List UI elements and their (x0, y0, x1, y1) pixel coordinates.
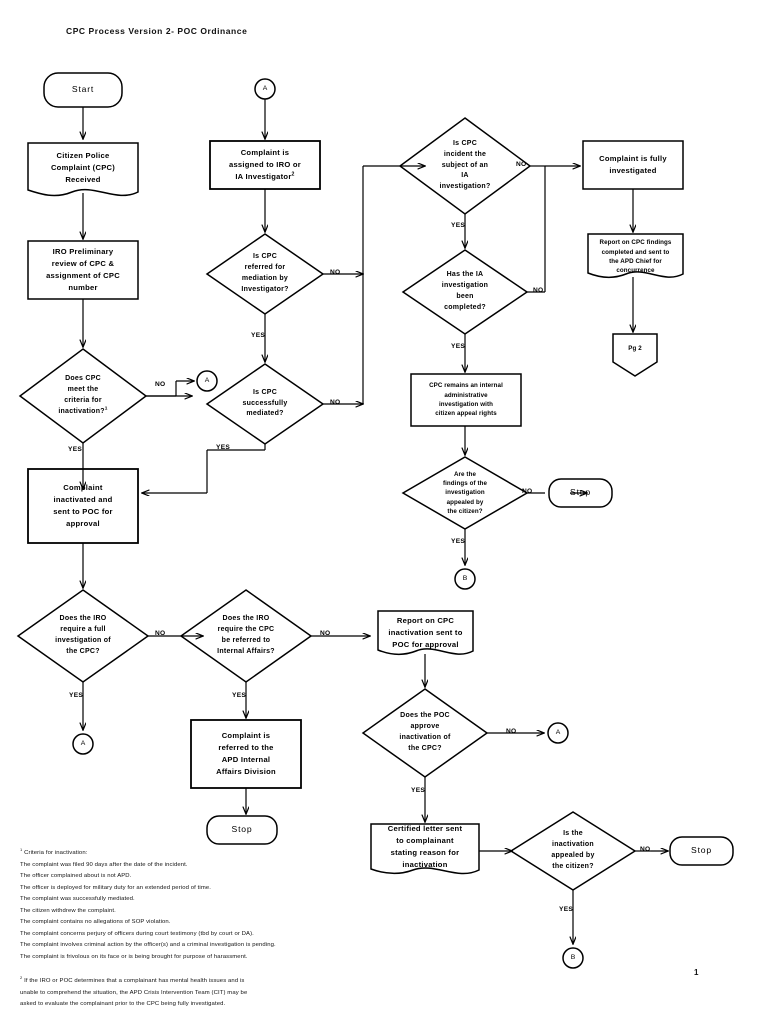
shape-connector-a-top (254, 78, 276, 100)
footnote-1-line: The complaint involves criminal action b… (20, 942, 276, 949)
page-title: CPC Process Version 2- POC Ordinance (66, 26, 248, 36)
shape-report-findings (587, 233, 684, 279)
shape-successfully-mediated (205, 363, 325, 445)
shape-findings-appealed (401, 456, 529, 530)
shape-iro-full-investigation (16, 589, 150, 683)
page-number: 1 (694, 968, 699, 977)
footnote-1-line: The complaint is frivolous on its face o… (20, 953, 248, 960)
shape-connector-a-1 (196, 370, 218, 392)
footnote-1-line: The officer complained about is not APD. (20, 873, 132, 880)
footnote-1-line: The complaint was filed 90 days after th… (20, 861, 188, 868)
shape-certified-letter (370, 823, 480, 875)
footnote-1-line: The complaint concerns perjury of office… (20, 930, 254, 937)
shape-referred-mediation (205, 233, 325, 315)
shape-inactivation-appealed (509, 811, 637, 891)
footnote-1-line: The complaint contains no allegations of… (20, 919, 171, 926)
shape-start (43, 72, 123, 108)
footnote-1-line: The complaint was successfully mediated. (20, 896, 135, 903)
shape-cpc-received (27, 142, 139, 197)
shape-assigned-to-iro (209, 140, 321, 190)
footnote-1-marker: 1 (20, 847, 23, 853)
shape-cpc-remains-internal (410, 373, 522, 427)
footnote-1-heading: Criteria for inactivation: (24, 850, 88, 856)
shape-poc-approve (361, 688, 489, 778)
shape-connector-a-bottom-left (72, 733, 94, 755)
footnote-2-line: If the IRO or POC determines that a comp… (24, 978, 245, 985)
shape-connector-b-mid (454, 568, 476, 590)
shape-ia-completed (401, 249, 529, 335)
footnote-2-line: unable to comprehend the situation, the … (20, 989, 248, 996)
footnote-2-line: asked to evaluate the complainant prior … (20, 1001, 226, 1008)
footnote-1-line: The officer is deployed for military dut… (20, 884, 212, 891)
shape-stop-findings (548, 478, 613, 508)
shape-report-inactivation (377, 610, 474, 656)
shape-stop-ia-division (206, 815, 278, 845)
shape-iro-preliminary (27, 240, 139, 300)
shape-stop-inactivation (669, 836, 734, 866)
shape-referred-to-ia-division (190, 719, 302, 789)
shape-meets-criteria (18, 348, 148, 444)
shape-connector-b-bottom (562, 947, 584, 969)
footnotes: 1 Criteria for inactivation: The complai… (20, 848, 440, 1011)
footnote-2-marker: 2 (20, 975, 23, 981)
footnote-2: 2 If the IRO or POC determines that a co… (20, 976, 440, 1011)
shape-connector-a-poc (547, 722, 569, 744)
footnote-1: 1 Criteria for inactivation: The complai… (20, 848, 440, 963)
shape-fully-investigated (582, 140, 684, 190)
footnote-1-line: The citizen withdrew the complaint. (20, 907, 116, 914)
shape-pg2 (612, 333, 658, 377)
